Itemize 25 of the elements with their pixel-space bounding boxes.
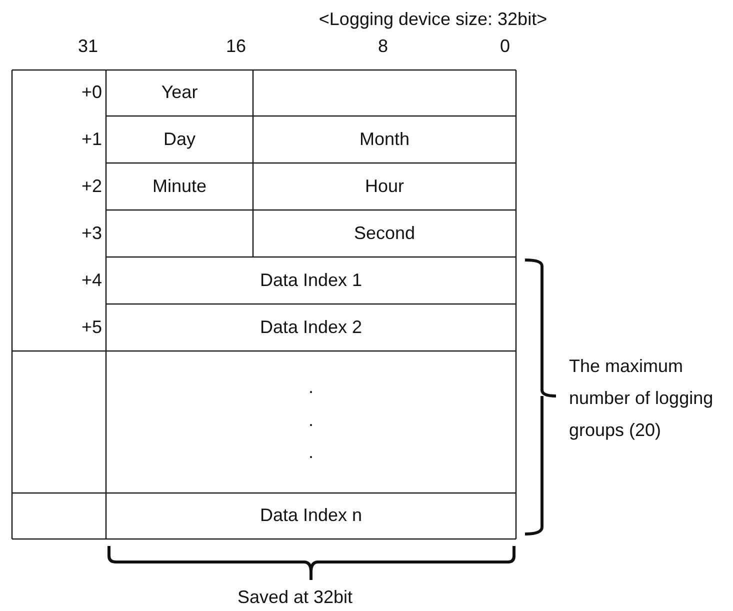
diagram-title: <Logging device size: 32bit>	[318, 9, 548, 31]
offset-label: +4	[81, 270, 102, 292]
field-name: Month	[359, 128, 410, 150]
field-name: Minute	[152, 176, 207, 198]
offset-label: +2	[81, 176, 102, 198]
bit-number: 0	[500, 36, 510, 58]
field-name: Data Index 1	[260, 270, 362, 292]
bit-number: 16	[226, 36, 246, 58]
field-name: Data Index 2	[260, 316, 362, 338]
bit-number: 31	[78, 36, 98, 58]
offset-label: +5	[81, 316, 102, 338]
bit-number: 8	[378, 36, 388, 58]
field-name: Second	[354, 222, 416, 244]
offset-label: +1	[81, 128, 102, 150]
ellipsis-dot: .	[308, 377, 314, 399]
ellipsis-dot: .	[308, 442, 314, 464]
offset-label: +3	[81, 222, 102, 244]
offset-label: +0	[81, 82, 102, 104]
field-name: Data Index n	[260, 505, 362, 527]
bracket-label: The maximum number of logging groups (20)	[569, 355, 714, 442]
ellipsis-dot: .	[308, 410, 314, 432]
field-name: Day	[164, 128, 196, 150]
field-name: Year	[161, 82, 198, 104]
field-name: Hour	[365, 176, 404, 198]
bracket-label: Saved at 32bit	[237, 587, 353, 609]
